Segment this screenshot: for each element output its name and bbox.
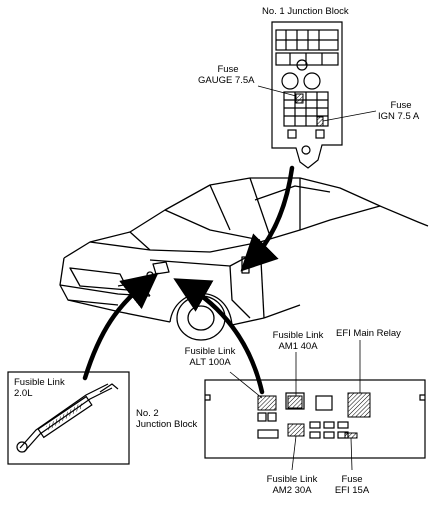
no2-junction-label-2: Junction Block xyxy=(136,419,198,430)
fusible-am2-label-1: Fusible Link xyxy=(266,474,318,485)
fuse-efi-label-2: EFI 15A xyxy=(334,485,370,496)
no2-junction-block xyxy=(204,379,426,459)
no2-leaders xyxy=(229,340,361,471)
efi-main-relay-label: EFI Main Relay xyxy=(336,328,401,339)
fusible-am1-marker xyxy=(287,395,303,409)
leader-ign xyxy=(322,110,377,122)
fusible-am2-label-2: AM2 30A xyxy=(272,485,312,496)
fuse-gauge-label-2: GAUGE 7.5A xyxy=(198,75,255,86)
fusible-am2-marker xyxy=(287,423,305,437)
fuse-efi-marker xyxy=(344,432,358,439)
fusible-2l-label-1: Fusible Link xyxy=(14,377,65,388)
fusible-alt-label-2: ALT 100A xyxy=(189,357,231,368)
fusible-alt-label-1: Fusible Link xyxy=(184,346,236,357)
fusible-2l-label-2: 2.0L xyxy=(14,388,33,399)
fusible-am1-label-2: AM1 40A xyxy=(278,341,318,352)
efi-relay-marker xyxy=(347,392,371,418)
locator-arrows xyxy=(82,165,295,395)
fuse-ign-label-1: Fuse xyxy=(390,100,412,111)
fusible-link-2l-hatch xyxy=(45,402,84,431)
fusible-alt-marker xyxy=(257,395,277,411)
leader-gauge xyxy=(257,85,297,97)
fuse-ign-marker xyxy=(316,116,324,127)
no2-junction-label-1: No. 2 xyxy=(136,408,159,419)
fuse-gauge-label-1: Fuse xyxy=(217,64,239,75)
fuse-ign-label-2: IGN 7.5 A xyxy=(378,111,420,122)
fuse-efi-label-1: Fuse xyxy=(341,474,363,485)
fuse-gauge-marker xyxy=(295,93,304,104)
fusible-am1-label-1: Fusible Link xyxy=(272,330,324,341)
no1-junction-block xyxy=(271,21,343,169)
no1-junction-block-label: No. 1 Junction Block xyxy=(262,6,349,17)
